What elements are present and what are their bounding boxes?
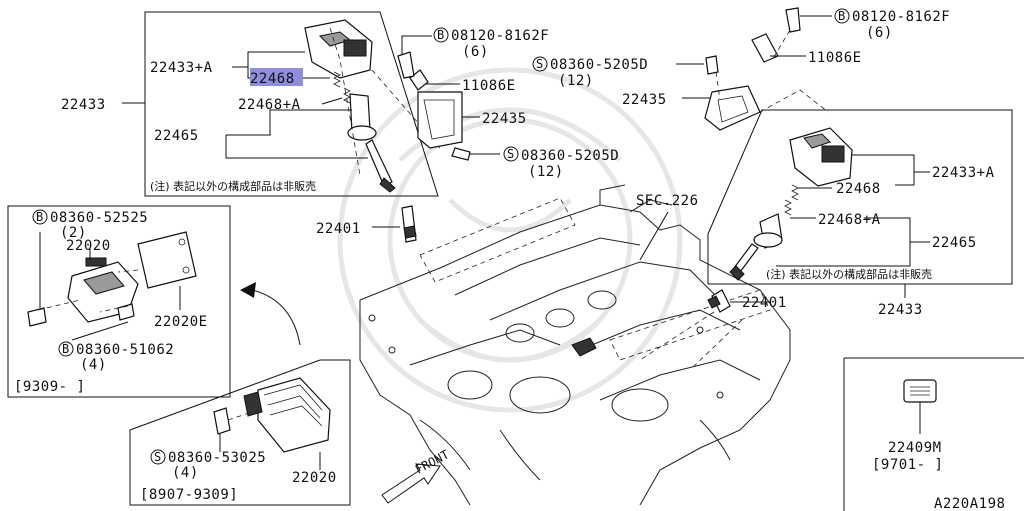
coil-assembly-box-left: [144, 11, 441, 197]
boot-right: 22465: [932, 235, 977, 251]
date-label: [9701- ]: [872, 457, 943, 473]
bracket-left: 22435: [482, 111, 527, 127]
spring-a-left: 22468+A: [238, 97, 301, 113]
sec-ref: SEC.226: [636, 193, 699, 209]
coil-assy-a-left: 22433+A: [150, 60, 213, 76]
circle-b-1: B: [437, 28, 444, 42]
text-labels: B 08120-8162F (6) 22433+A 22468 11086E 2…: [14, 8, 1005, 511]
bolt-top-right-qty: (6): [866, 25, 893, 41]
assy-right: 22433: [878, 302, 923, 318]
note-left: (注) 表記以外の構成部品は非販売: [150, 179, 316, 193]
module-box-b: [129, 359, 351, 506]
circle-s-2: S: [536, 57, 543, 71]
bolt-box-a2-pn: 08360-51062: [76, 342, 174, 358]
bracket-right: 22435: [622, 92, 667, 108]
date-box-a: [9309- ]: [14, 379, 85, 395]
label-box: [843, 357, 1024, 511]
circle-b-3: B: [36, 210, 43, 224]
bolt-box-a-qty: (2): [60, 225, 87, 241]
screw-box-b-pn: 08360-53025: [168, 450, 266, 466]
leaders-right: [639, 15, 930, 303]
circle-b-2: B: [838, 9, 845, 23]
rotation-arrow: [240, 282, 301, 346]
bolt-box-a-pn: 08360-52525: [50, 210, 148, 226]
screw-box-b-qty: (4): [172, 465, 199, 481]
circle-s-1: S: [507, 147, 514, 161]
screw-left-qty: (12): [528, 164, 564, 180]
coil-assy-a-right: 22433+A: [932, 165, 995, 181]
screw-left-pn: 08360-5205D: [521, 148, 619, 164]
assy-left: 22433: [61, 97, 106, 113]
note-right: (注) 表記以外の構成部品は非販売: [766, 267, 932, 281]
watermark-emblem: [337, 67, 683, 413]
bracket-22435-left: [397, 51, 471, 243]
module-b: 22020: [292, 470, 337, 486]
spring-left-highlight: 22468: [250, 71, 295, 87]
screw-right-qty: (12): [558, 73, 594, 89]
module-a: 22020: [66, 238, 111, 254]
bolt-top-right-pn: 08120-8162F: [852, 9, 950, 25]
bolt-box-a2-qty: (4): [80, 357, 107, 373]
bolt-top-left-qty: (6): [462, 44, 489, 60]
date-box-b: [8907-9309]: [140, 487, 238, 503]
module-box-a: [7, 205, 231, 398]
spring-a-right: 22468+A: [818, 212, 881, 228]
bolt-top-left-pn: 08120-8162F: [451, 28, 549, 44]
bracket-22435-right: [704, 7, 829, 131]
spark-plug-right: [639, 289, 743, 371]
engine-block: [359, 184, 791, 506]
front-arrow: [381, 463, 441, 504]
screw-right-pn: 08360-5205D: [550, 57, 648, 73]
circle-b-4: B: [62, 342, 69, 356]
circle-s-3: S: [154, 450, 161, 464]
label-part: 22409M: [888, 440, 942, 456]
plug-right: 22401: [742, 295, 787, 311]
boot-left: 22465: [154, 128, 199, 144]
highlight-22468: [250, 68, 303, 86]
clip-right: 11086E: [808, 50, 862, 66]
bracket-module: 22020E: [154, 314, 208, 330]
diagram-id: A220A198: [934, 496, 1005, 511]
leaders-left: [122, 35, 500, 228]
spring-right: 22468: [836, 181, 881, 197]
coil-assembly-box-right: [707, 109, 1013, 285]
plug-left: 22401: [316, 221, 361, 237]
clip-left: 11086E: [462, 78, 516, 94]
